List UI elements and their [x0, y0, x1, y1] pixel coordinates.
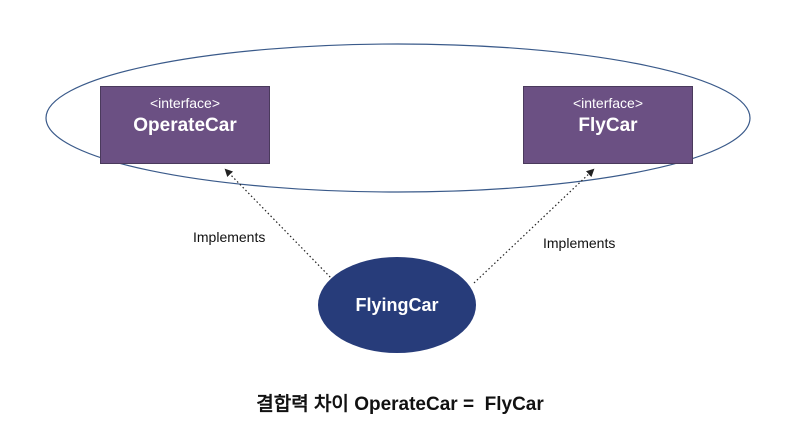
implementer-name: FlyingCar [355, 294, 439, 315]
edge-label-implements-left: Implements [193, 229, 266, 245]
implements-arrow-flycar [473, 168, 595, 284]
interface-name: OperateCar [133, 115, 237, 136]
interface-stereotype: <interface> [572, 95, 644, 111]
implements-arrow-operatecar [224, 168, 334, 281]
edge-label-implements-right: Implements [543, 235, 616, 251]
implementer-node-flyingcar: FlyingCar [318, 257, 476, 353]
interface-box-flycar: <interface> FlyCar [523, 86, 693, 164]
interface-stereotype: <interface> [149, 95, 221, 111]
diagram-caption: 결합력 차이 OperateCar = FlyCar [256, 394, 544, 415]
interface-group-ellipse [45, 43, 751, 193]
interface-name: FlyCar [578, 115, 638, 136]
interface-box-operatecar: <interface> OperateCar [100, 86, 270, 164]
